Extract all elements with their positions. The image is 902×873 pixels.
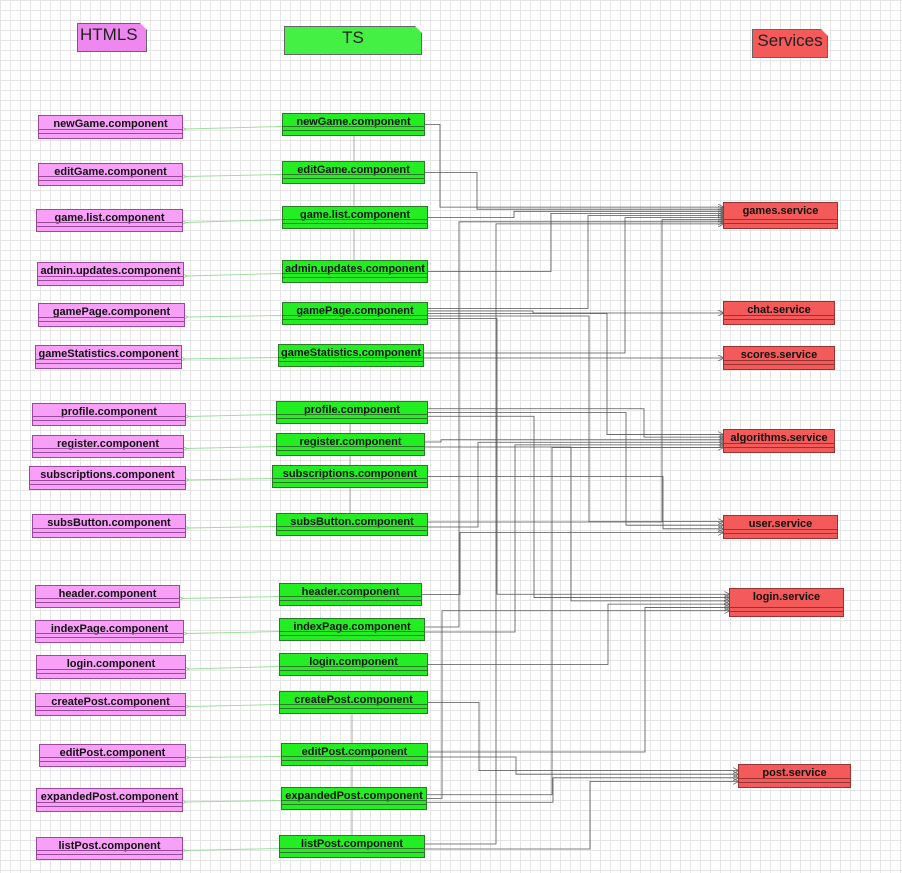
html-link-header-component [182,597,280,599]
html-link-profile-component [188,415,277,417]
login-service-box: login.service [729,588,844,617]
html-index-page-component-box: indexPage.component [35,620,184,643]
html-game-statistics-component-box: gameStatistics.component [35,345,182,369]
html-game-list-component-box: game.list.component [36,209,183,232]
link-expanded-post-component-to-algorithms-service [427,447,723,796]
ts-game-statistics-component-box: gameStatistics.component [278,344,424,367]
ts-subscriptions-component-box: subscriptions.component [272,465,428,488]
html-subscriptions-component-box: subscriptions.component [29,466,186,490]
html-link-edit-game-component [185,175,283,177]
ts-game-list-component-box: game.list.component [282,206,428,229]
html-expanded-post-component-box: expandedPost.component [36,788,183,812]
html-create-post-component-box: createPost.component [35,693,186,716]
ts-expanded-post-component-box: expandedPost.component [281,787,427,810]
html-profile-component-box: profile.component [32,403,186,426]
ts-edit-game-component-box: editGame.component [282,161,425,184]
link-login-component-to-login-service [428,604,729,665]
link-index-page-component-to-games-service [425,222,723,628]
html-game-page-component-box: gamePage.component [38,303,185,327]
link-register-component-to-login-service [425,446,729,601]
ts-list-post-component-box: listPost.component [279,835,425,858]
html-admin-updates-component-box: admin.updates.component [37,262,184,286]
html-link-admin-updates-component [186,274,283,277]
htmls-header: HTMLS [77,23,147,52]
link-register-component-to-algorithms-service [425,440,723,442]
link-expanded-post-component-to-post-service [427,778,738,803]
services-header: Services [752,29,828,58]
html-link-subscriptions-component [188,479,273,481]
link-game-page-component-to-user-service [428,315,723,522]
chat-service-box: chat.service [723,301,835,325]
html-link-create-post-component [188,705,280,707]
ts-profile-component-box: profile.component [276,401,428,424]
link-edit-game-component-to-games-service [425,172,723,210]
link-profile-component-to-algorithms-service [428,408,723,437]
html-link-new-game-component [185,127,283,130]
service-link-lines [422,124,738,850]
html-link-lines [182,127,283,851]
link-edit-post-component-to-login-service [428,607,729,753]
ts-new-game-component-box: newGame.component [282,113,425,136]
html-header-component-box: header.component [35,585,180,608]
html-link-login-component [188,667,280,670]
link-expanded-post-component-to-login-service [427,611,729,799]
link-create-post-component-to-post-service [428,702,738,771]
ts-subs-button-component-box: subsButton.component [276,513,428,536]
html-link-game-list-component [185,219,283,223]
link-list-post-component-to-post-service [425,781,738,850]
html-edit-game-component-box: editGame.component [38,163,183,186]
link-index-page-component-to-algorithms-service [425,445,723,633]
html-link-list-post-component [185,849,280,851]
post-service-box: post.service [738,764,851,788]
algorithms-service-box: algorithms.service [723,429,835,453]
ts-edit-post-component-box: editPost.component [281,743,428,766]
games-service-box: games.service [723,202,838,229]
html-login-component-box: login.component [36,655,186,679]
html-link-expanded-post-component [185,801,282,803]
ts-header-component-box: header.component [279,583,422,606]
ts-header: TS [284,26,422,55]
ts-game-page-component-box: gamePage.component [282,302,428,325]
link-profile-component-to-user-service [428,412,723,526]
html-link-subs-button-component [188,527,277,529]
link-game-statistics-component-to-games-service [424,218,723,354]
html-edit-post-component-box: editPost.component [39,744,186,767]
html-link-index-page-component [186,632,280,634]
ts-vertical-connectors [349,136,355,835]
html-link-edit-post-component [188,757,282,758]
html-link-game-page-component [187,316,283,318]
scores-service-box: scores.service [723,346,835,370]
link-subs-button-component-to-algorithms-service [428,442,723,528]
link-subscriptions-component-to-user-service [428,476,723,529]
link-edit-post-component-to-post-service [428,756,738,774]
ts-admin-updates-component-box: admin.updates.component [282,260,428,283]
html-register-component-box: register.component [32,435,184,458]
link-game-page-component-to-games-service [428,216,723,309]
link-new-game-component-to-games-service [425,124,723,208]
html-link-register-component [186,447,277,449]
ts-register-component-box: register.component [276,433,425,456]
link-profile-component-to-login-service [428,415,729,597]
link-game-page-component-to-algorithms-service [428,313,723,435]
link-game-list-component-to-games-service [428,211,723,218]
html-link-game-statistics-component [184,358,279,360]
ts-login-component-box: login.component [279,653,428,676]
html-subs-button-component-box: subsButton.component [32,514,186,538]
link-game-page-component-to-chat-service [428,311,723,313]
link-admin-updates-component-to-games-service [428,213,723,272]
link-list-post-component-to-games-service [425,224,723,845]
link-game-page-component-to-login-service [428,318,729,595]
html-new-game-component-box: newGame.component [38,115,183,139]
link-header-component-to-user-service [422,532,723,595]
html-list-post-component-box: listPost.component [36,837,183,860]
ts-index-page-component-box: indexPage.component [279,618,425,641]
link-subs-button-component-to-games-service [428,220,723,523]
user-service-box: user.service [723,515,838,539]
ts-create-post-component-box: createPost.component [279,691,428,714]
